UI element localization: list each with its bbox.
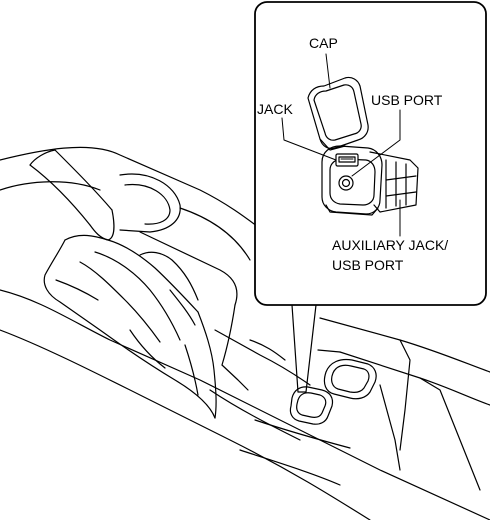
callout-bubble	[254, 1, 487, 306]
console-switch	[323, 358, 377, 400]
usb-port-label: USB PORT	[371, 92, 443, 108]
jack-leader	[281, 117, 337, 161]
port-module-enlarged	[307, 76, 419, 216]
auxiliary-jack-label-line1: AUXILIARY JACK/	[332, 237, 449, 253]
leader-lines	[281, 53, 401, 237]
center-console	[0, 146, 490, 520]
auxiliary-jack-label-line2: USB PORT	[332, 257, 404, 273]
usb-port-leader	[351, 109, 401, 177]
callout-pointer	[291, 304, 317, 393]
cap-label: CAP	[309, 35, 338, 51]
cap-leader	[325, 53, 331, 89]
hand-with-cloth	[29, 149, 217, 419]
port-location	[289, 386, 334, 425]
jack-label: JACK	[257, 101, 293, 117]
